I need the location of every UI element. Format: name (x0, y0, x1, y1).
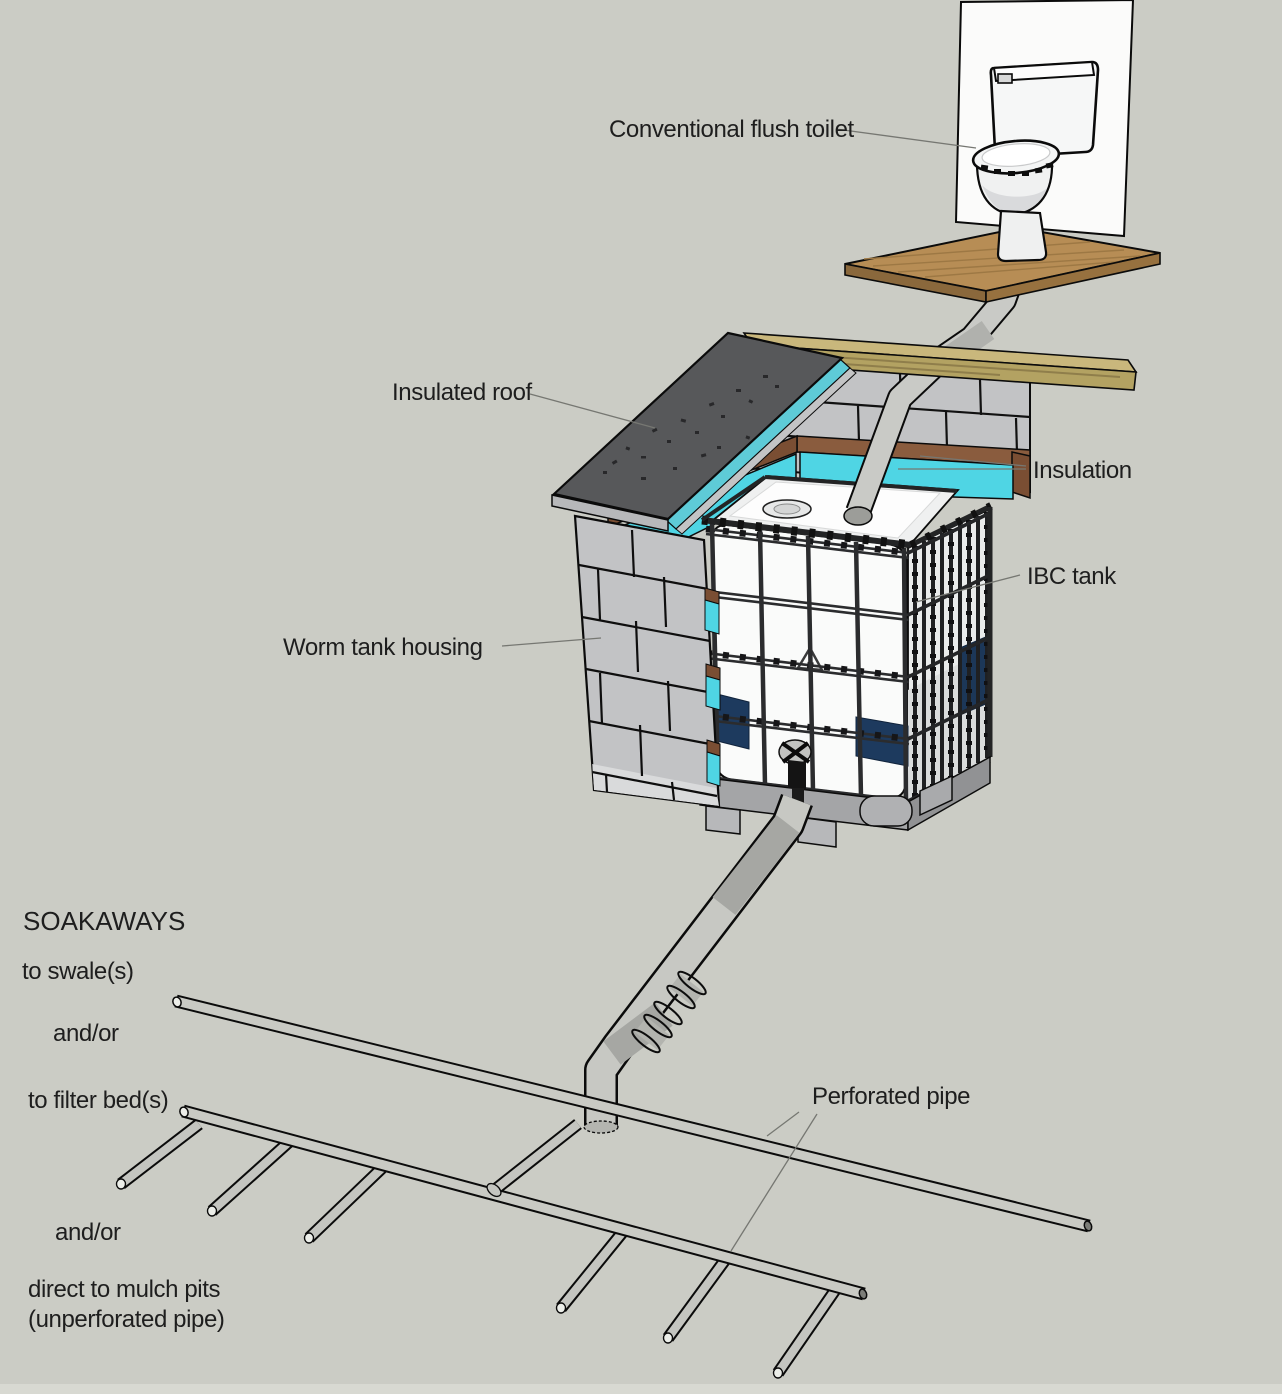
leader-housing (501, 637, 602, 647)
perforated-lateral (206, 1136, 295, 1217)
label-ibc-tank: IBC tank (1027, 563, 1117, 590)
label-insulation: Insulation (1033, 457, 1132, 484)
tank-cage-right (907, 507, 993, 803)
manifold-feed-pipe (486, 1119, 582, 1198)
perforated-lateral (115, 1119, 203, 1190)
toilet-cistern-lid (992, 60, 1096, 83)
soakaways-option-mulch-pits: direct to mulch pits (28, 1276, 220, 1303)
tank-cage-top-rim (700, 475, 993, 550)
tank-outlet-pipe (583, 794, 813, 1134)
ibc-tank (699, 475, 993, 848)
housing-front-wall (573, 514, 721, 808)
toilet-seat-hinges (980, 162, 1054, 176)
label-perforated-pipe: Perforated pipe (812, 1083, 970, 1110)
leader-insulation-1 (919, 455, 1027, 467)
soakaways-option-filter-bed: to filter bed(s) (28, 1087, 168, 1114)
label-insulated-roof: Insulated roof (392, 379, 533, 406)
leader-ibc-tank (915, 574, 1021, 603)
perforated-lateral (772, 1282, 844, 1379)
pipe-couplings (631, 970, 707, 1054)
toilet-cistern (989, 60, 1100, 159)
roof-deck-edge (675, 367, 857, 535)
leader-perforated-1 (766, 1111, 800, 1137)
distribution-manifold (179, 1104, 868, 1301)
leader-perforated-2 (730, 1113, 818, 1252)
tank-cage-front (705, 523, 910, 803)
front-wall-block-joints (578, 529, 718, 801)
toilet-seat-inner (981, 143, 1051, 167)
label-conventional-flush-toilet: Conventional flush toilet (609, 116, 855, 143)
toilet-pedestal (996, 209, 1048, 263)
soakaways-heading: SOAKAWAYS (23, 906, 185, 936)
leader-toilet (835, 128, 977, 149)
perforated-laterals (115, 1119, 844, 1379)
ground-strip (0, 1384, 1282, 1394)
soakaways-andor-1: and/or (53, 1020, 119, 1047)
toilet-bowl-shade (982, 185, 1047, 214)
junction-stub-mouth (583, 1120, 619, 1134)
labels: Conventional flush toilet Insulated roof… (283, 116, 1132, 1110)
roof-slab (551, 331, 845, 521)
perforated-lateral (303, 1163, 387, 1244)
toilet-flush-button (997, 73, 1013, 84)
swale-pipe (172, 994, 1093, 1233)
perforated-lateral (555, 1224, 631, 1314)
roof-speckles (603, 375, 779, 480)
leader-lines (501, 128, 1027, 1252)
label-worm-tank-housing: Worm tank housing (283, 634, 483, 661)
insulated-roof (551, 331, 857, 535)
soakaways-option-swale: to swale(s) (22, 958, 134, 985)
soakaways-andor-2: and/or (55, 1219, 121, 1246)
tank-lid-inner (773, 503, 801, 515)
soakaways-option-unperforated: (unperforated pipe) (28, 1306, 225, 1333)
leader-roof (529, 393, 656, 429)
pipe-tank-collar (843, 506, 873, 526)
roof-eave-fascia (551, 494, 669, 532)
toilet (971, 60, 1100, 263)
tank-top-dome (728, 481, 942, 539)
front-wall-insulation-edge (704, 587, 721, 787)
perforated-lateral (662, 1252, 734, 1344)
soakaways-text-block: SOAKAWAYS to swale(s) and/or to filter b… (22, 906, 225, 1333)
